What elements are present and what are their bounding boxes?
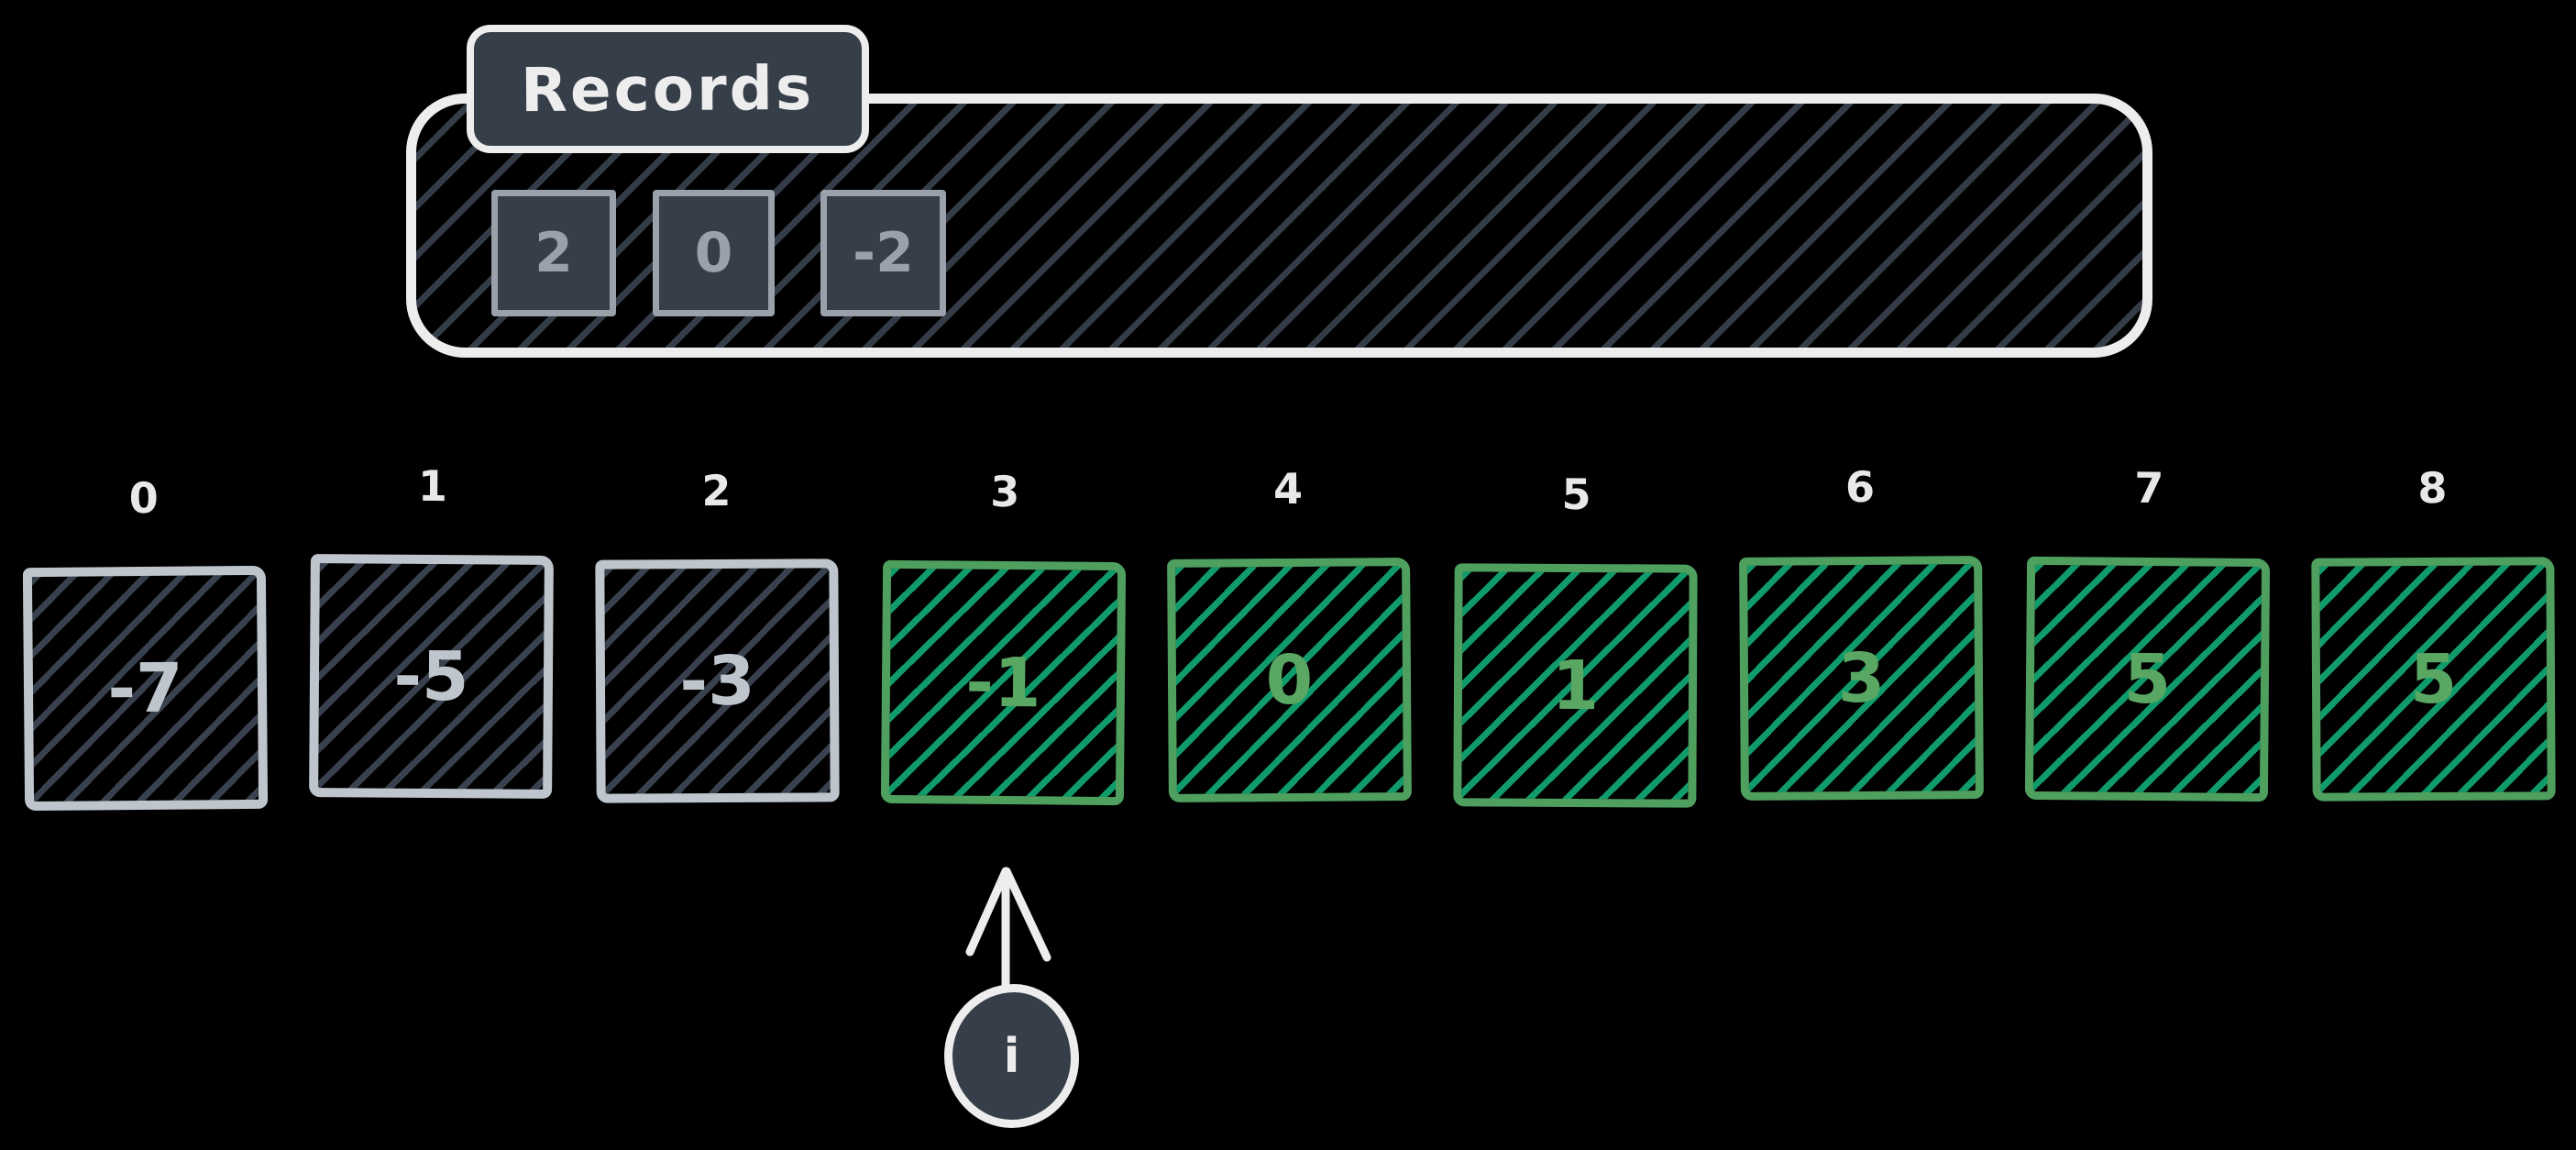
cell-index-label: 0 xyxy=(128,472,159,524)
cell-index-label: 8 xyxy=(2417,462,2448,514)
cell-value: 5 xyxy=(2123,639,2172,719)
array-cell-2: 2 -3 xyxy=(595,466,840,803)
array-cell-3: 3 -1 xyxy=(880,467,1127,806)
array-cell-1: 1 -5 xyxy=(309,461,554,799)
pointer-arrow-icon xyxy=(965,867,1051,993)
record-box-1: 0 xyxy=(653,190,775,316)
cell-index-label: 4 xyxy=(1272,463,1304,514)
array-cell-0: 0 -7 xyxy=(22,473,269,812)
cell-index-label: 6 xyxy=(1844,461,1876,513)
cell-index-label: 7 xyxy=(2134,462,2164,514)
cell-value: 1 xyxy=(1551,646,1600,725)
cell-value: 0 xyxy=(1265,640,1314,720)
cell-value: 3 xyxy=(1837,638,1886,718)
cell-index-label: 2 xyxy=(701,465,732,516)
pointer-circle: i xyxy=(944,984,1079,1128)
record-box-0: 2 xyxy=(491,190,616,316)
record-box-value: -2 xyxy=(853,221,914,285)
records-label: Records xyxy=(467,25,869,153)
records-label-text: Records xyxy=(521,52,815,126)
cell-index-label: 5 xyxy=(1561,469,1591,520)
record-box-value: 0 xyxy=(694,221,733,285)
cell-value: -5 xyxy=(393,636,469,716)
cell-value: -7 xyxy=(107,648,183,728)
cell-index-label: 1 xyxy=(417,460,448,512)
record-box-value: 2 xyxy=(534,221,573,285)
pointer-label: i xyxy=(1003,1028,1020,1084)
cell-index-label: 3 xyxy=(990,466,1020,517)
cell-value: -3 xyxy=(679,641,755,721)
cell-value: 5 xyxy=(2409,639,2458,719)
cell-value: -1 xyxy=(965,643,1041,723)
record-box-2: -2 xyxy=(820,190,946,316)
